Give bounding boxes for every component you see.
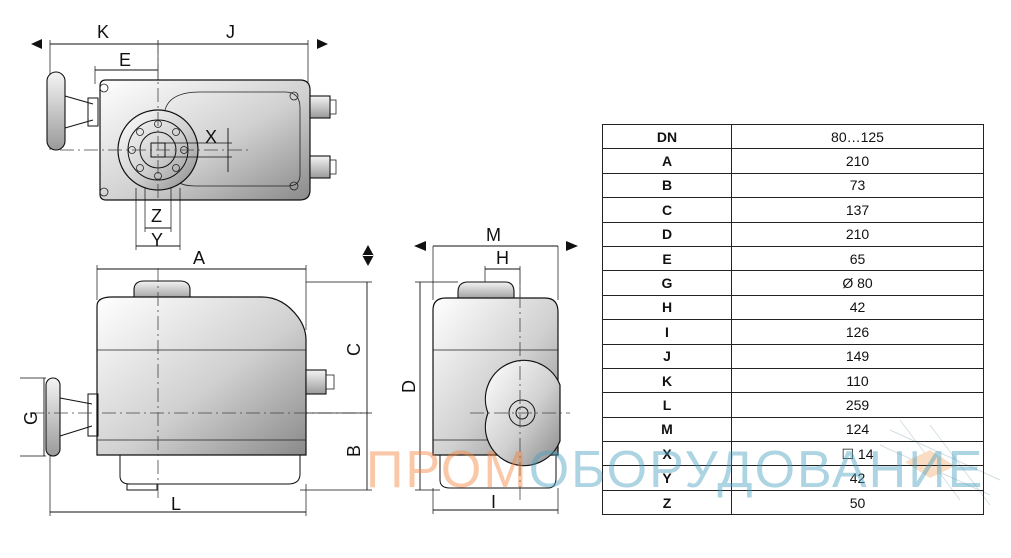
table-key-cell: C (602, 197, 732, 223)
table-value-cell: 110 (731, 367, 984, 394)
table-key-cell: I (602, 319, 732, 345)
dim-label-L: L (171, 494, 181, 514)
table-value-cell: 149 (731, 343, 984, 369)
table-value-cell: 50 (731, 489, 984, 516)
table-value-cell: 210 (731, 148, 984, 174)
table-key-cell: A (602, 148, 732, 174)
dim-label-B: B (344, 445, 364, 457)
table-value-cell: ☐ 14 (731, 441, 984, 467)
dim-label-K: K (97, 22, 109, 42)
table-value-cell: 210 (731, 221, 984, 247)
dim-label-Y: Y (151, 230, 163, 250)
table-value-cell: 126 (731, 319, 984, 345)
table-key-cell: K (602, 367, 732, 394)
dim-label-I: I (491, 492, 496, 512)
dim-label-A: A (193, 248, 205, 268)
front-view: A C B G L (20, 245, 374, 516)
table-key-cell: Y (602, 465, 732, 491)
table-key-cell: X (602, 441, 732, 467)
table-key-cell: J (602, 343, 732, 369)
table-key-cell: DN (602, 123, 732, 150)
dim-label-Z: Z (151, 206, 162, 226)
table-row: X☐ 14 (602, 441, 984, 467)
table-value-cell: 124 (731, 416, 984, 443)
dim-label-M: M (486, 225, 501, 245)
table-value-cell: 42 (731, 294, 984, 321)
dim-label-D: D (399, 380, 419, 393)
table-value-cell: 42 (731, 465, 984, 491)
dim-label-C: C (344, 343, 364, 356)
table-key-cell: G (602, 270, 732, 296)
dim-label-G: G (21, 411, 41, 425)
table-key-cell: H (602, 294, 732, 321)
table-key-cell: Z (602, 489, 732, 516)
table-value-cell: 259 (731, 392, 984, 418)
table-value-cell: 73 (731, 172, 984, 199)
table-key-cell: L (602, 392, 732, 418)
dim-label-X: X (205, 127, 217, 147)
table-value-cell: 80…125 (731, 123, 984, 150)
top-view: K J E X (31, 22, 337, 250)
table-value-cell: 65 (731, 245, 984, 272)
side-view: M H D I (399, 225, 578, 514)
table-key-cell: M (602, 416, 732, 443)
dim-label-J: J (226, 22, 235, 42)
table-key-cell: D (602, 221, 732, 247)
table-value-cell: 137 (731, 197, 984, 223)
table-value-cell: Ø 80 (731, 270, 984, 296)
table-key-cell: B (602, 172, 732, 199)
dim-label-E: E (119, 50, 131, 70)
table-key-cell: E (602, 245, 732, 272)
dim-label-H: H (496, 248, 509, 268)
